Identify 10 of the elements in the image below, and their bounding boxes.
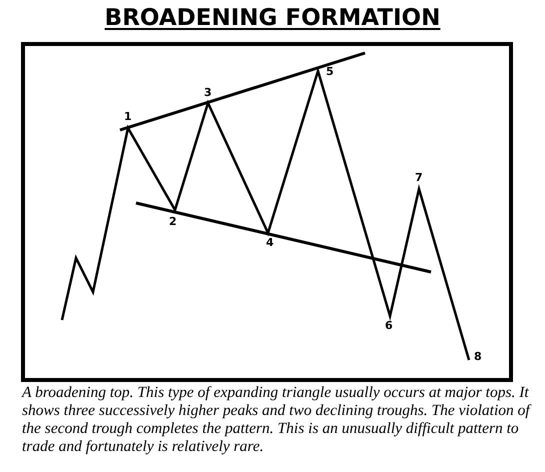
callout-number: 3 xyxy=(204,87,212,99)
callout-number: 5 xyxy=(326,66,334,78)
title: BROADENING FORMATION xyxy=(104,5,440,31)
callout-number: 4 xyxy=(266,237,274,249)
callout-number: 2 xyxy=(169,216,177,228)
caption: A broadening top. This type of expanding triangle usually occurs at major tops. It shows three successively higher peaks and two declining troughs. The violation of the second trough completes the pattern. This is an unusually difficult pattern to trade and fortunately is relatively rare. xyxy=(22,384,532,456)
callout-number: 8 xyxy=(474,351,482,363)
callout-number: 6 xyxy=(385,320,393,332)
callout-number: 1 xyxy=(124,111,132,123)
callout-number: 7 xyxy=(415,172,423,184)
